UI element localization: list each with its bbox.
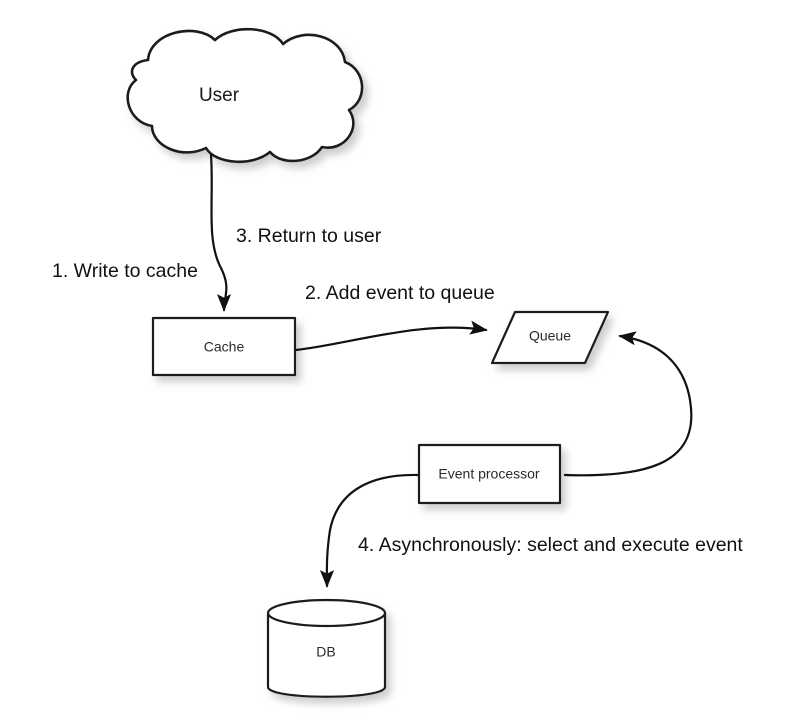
node-user[interactable]: [126, 27, 364, 164]
edge-event-processor-to-queue: [563, 331, 693, 477]
edge-event-processor-to-db: [319, 473, 420, 588]
cloud-shape: [126, 27, 364, 164]
node-cache-label: Cache: [204, 339, 245, 355]
node-cache[interactable]: [151, 316, 297, 377]
step-label-2: 2. Add event to queue: [305, 282, 495, 304]
event-processor-box: [417, 443, 562, 505]
step-label-3: 3. Return to user: [236, 225, 382, 247]
step-label-4: 4. Asynchronously: select and execute ev…: [358, 534, 743, 556]
step-label-1: 1. Write to cache: [52, 260, 198, 282]
queue-parallelogram: [490, 310, 610, 365]
node-db-label: DB: [316, 644, 335, 660]
edge-cache-to-queue: [294, 320, 488, 352]
node-event-processor-label: Event processor: [438, 466, 539, 482]
node-event-processor[interactable]: [417, 443, 562, 505]
node-db[interactable]: [266, 598, 387, 698]
node-queue-label: Queue: [529, 328, 571, 344]
node-user-label: User: [199, 85, 240, 106]
node-queue[interactable]: [490, 310, 610, 365]
db-cylinder-body: [266, 611, 387, 698]
edge-user-to-cache: [209, 153, 232, 312]
db-cylinder-top: [266, 598, 387, 628]
cache-box: [151, 316, 297, 377]
